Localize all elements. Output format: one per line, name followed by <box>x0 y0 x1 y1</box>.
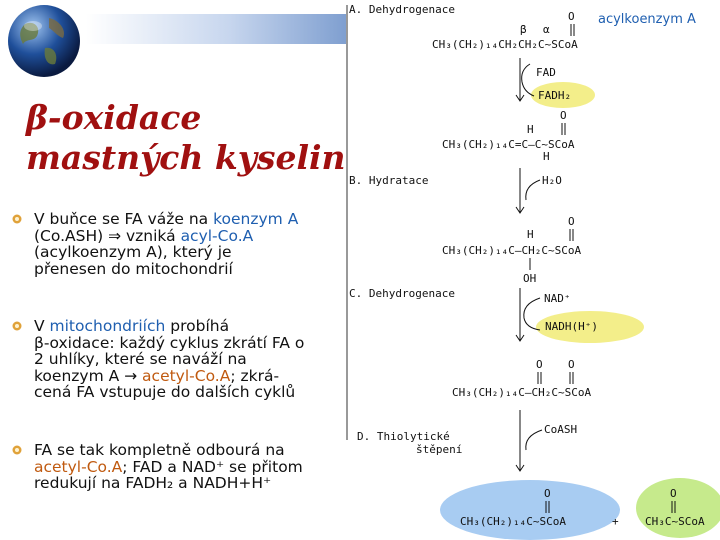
coash-label: CoASH <box>544 423 577 436</box>
text-segment: cená FA vstupuje do dalších cyklů <box>34 383 296 401</box>
bullet-line: cená FA vstupuje do dalších cyklů <box>34 384 352 401</box>
section-c: C. Dehydrogenace <box>349 287 455 300</box>
text-segment: acyl-Co.A <box>180 226 254 245</box>
bullet-icon <box>12 214 22 224</box>
m3-oxygen: O <box>568 215 575 228</box>
section-b: B. Hydratace <box>349 174 428 187</box>
nad-label: NAD⁺ <box>544 292 571 305</box>
m2-oxygen: O <box>560 109 567 122</box>
m1-oxygen: O <box>568 10 575 23</box>
product-2: CH₃C~SCoA <box>645 515 705 528</box>
text-segment: (acylkoenzym A), který je <box>34 243 232 261</box>
text-segment: (Co.ASH) ⇒ vzniká <box>34 226 181 245</box>
beta-oxidation-diagram: A. Dehydrogenace B. Hydratace C. Dehydro… <box>346 3 720 540</box>
text-segment: ; FAD a NAD⁺ se přitom <box>122 457 303 476</box>
text-segment: V <box>34 317 50 335</box>
bullet-icon <box>12 445 22 455</box>
m2-h-top: H <box>527 123 534 136</box>
molecule-3: CH₃(CH₂)₁₄C–CH₂C~SCoA <box>442 244 581 257</box>
p2-oxygen: O <box>670 487 677 500</box>
fad-label: FAD <box>536 66 556 79</box>
section-a: A. Dehydrogenace <box>349 3 455 16</box>
text-segment: přenesen do mitochondrií <box>34 259 233 278</box>
bullet-line: acetyl-Co.A; FAD a NAD⁺ se přitom <box>34 457 352 476</box>
text-segment: ; zkrá- <box>230 366 280 385</box>
m2-h-bottom: H <box>543 150 550 163</box>
bullet-line: koenzym A → acetyl-Co.A; zkrá- <box>34 366 352 385</box>
product-ellipse-green <box>636 478 720 538</box>
product-1: CH₃(CH₂)₁₄C~SCoA <box>460 515 566 528</box>
bullet-line: V buňce se FA váže na koenzym A <box>34 211 352 228</box>
text-segment: 2 uhlíky, které se naváží na <box>34 350 247 368</box>
m4-oxygen-1: O <box>536 358 543 371</box>
section-d-line1: D. Thiolytické <box>357 430 450 443</box>
m3-h: H <box>527 228 534 241</box>
h2o-label: H₂O <box>542 174 562 187</box>
product-ellipse-blue <box>440 480 620 540</box>
text-segment: β-oxidace: každý cyklus zkrátí FA o <box>34 333 305 352</box>
molecule-1: CH₃(CH₂)₁₄CH₂CH₂C~SCoA <box>432 38 578 51</box>
bullet-line: (acylkoenzym A), který je <box>34 244 352 261</box>
fadh2-ellipse <box>531 82 595 108</box>
alpha-label: α <box>543 23 550 36</box>
bullet-line: redukují na FADH₂ a NADH+H⁺ <box>34 475 352 492</box>
beta-label: β <box>520 23 527 36</box>
text-segment: redukují na FADH₂ a NADH+H⁺ <box>34 474 272 492</box>
bullet-line: 2 uhlíky, které se naváží na <box>34 351 352 368</box>
text-segment: probíhá <box>165 317 230 335</box>
fadh2-label: FADH₂ <box>538 89 571 102</box>
bullet-line: přenesen do mitochondrií <box>34 259 352 278</box>
bullet-icon <box>12 321 22 331</box>
header-bar <box>86 14 346 44</box>
molecule-2: CH₃(CH₂)₁₄C=C–C~SCoA <box>442 138 575 151</box>
globe-icon <box>8 5 80 77</box>
section-d-line2: štěpení <box>416 443 462 456</box>
acylkoenzym-label: acylkoenzym A <box>598 12 696 27</box>
text-segment: mitochondriích <box>49 317 166 335</box>
bullet-line: V mitochondriích probíhá <box>34 318 352 335</box>
text-segment: FA se tak kompletně odbourá na <box>34 441 285 459</box>
text-segment: koenzym A <box>213 210 299 228</box>
title-line-1: β-oxidace <box>26 98 202 137</box>
molecule-4: CH₃(CH₂)₁₄C–CH₂C~SCoA <box>452 386 591 399</box>
text-segment: acetyl-Co.A <box>142 366 231 385</box>
bullet-1-text: V buňce se FA váže na koenzym A(Co.ASH) … <box>34 211 352 277</box>
nadh-ellipse <box>536 311 644 343</box>
m4-oxygen-2: O <box>568 358 575 371</box>
plus-sign: + <box>612 515 619 528</box>
bullet-line: FA se tak kompletně odbourá na <box>34 442 352 459</box>
bullet-line: β-oxidace: každý cyklus zkrátí FA o <box>34 333 352 352</box>
p1-oxygen: O <box>544 487 551 500</box>
page-title: β-oxidace mastných kyselin <box>26 98 346 178</box>
title-line-2: mastných kyselin <box>26 138 346 177</box>
nadh-label: NADH(H⁺) <box>545 320 598 333</box>
text-segment: koenzym A → <box>34 366 143 385</box>
text-segment: acetyl-Co.A <box>34 457 123 476</box>
text-segment: V buňce se FA váže na <box>34 210 214 228</box>
m3-oh: OH <box>523 272 536 285</box>
bullet-line: (Co.ASH) ⇒ vzniká acyl-Co.A <box>34 226 352 245</box>
